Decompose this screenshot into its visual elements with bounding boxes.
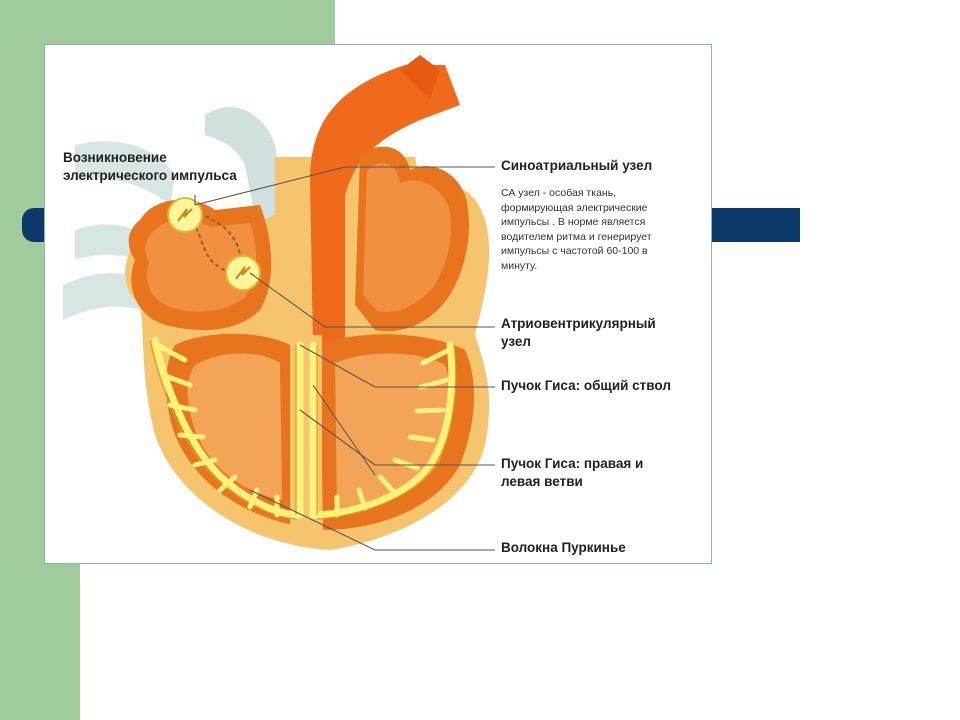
aorta — [310, 65, 460, 345]
his-bundle-trunk-label: Пучок Гиса: общий ствол — [501, 378, 671, 393]
right-ventricle-cavity — [187, 353, 282, 500]
sa-node-description: СА узел - особая ткань, формирующая элек… — [501, 187, 652, 272]
slide-navy-bar-left — [22, 208, 46, 242]
left-atrium-inner — [363, 163, 452, 312]
purkinje-fibers — [154, 342, 452, 518]
sa-node-title: Синоатриальный узел — [501, 158, 653, 173]
right-atrium-inner — [145, 219, 257, 312]
heart-illustration — [63, 55, 495, 551]
heart-conduction-figure: Возникновение электрического импульса Си… — [44, 44, 712, 564]
av-node-spark-icon — [235, 266, 251, 280]
aorta-branch — [400, 55, 440, 100]
purkinje-fibers-label: Волокна Пуркинье — [501, 540, 626, 555]
impulse-origin-label: Возникновение электрического импульса — [63, 150, 237, 183]
leader-lines — [194, 166, 495, 551]
sa-node-spark-icon — [177, 208, 193, 222]
pulmonary-vessel-lower — [63, 273, 145, 320]
av-node-label: Атриовентрикулярный узел — [501, 316, 656, 349]
conduction-system-outline — [149, 339, 457, 520]
slide-green-top-band — [80, 0, 335, 45]
pulmonary-vessel-left — [75, 141, 175, 205]
his-bundle-branches-label: Пучок Гиса: правая и левая ветви — [501, 456, 644, 489]
slide-navy-bar-right — [712, 208, 800, 242]
pulmonary-vessel-mid — [75, 224, 145, 260]
